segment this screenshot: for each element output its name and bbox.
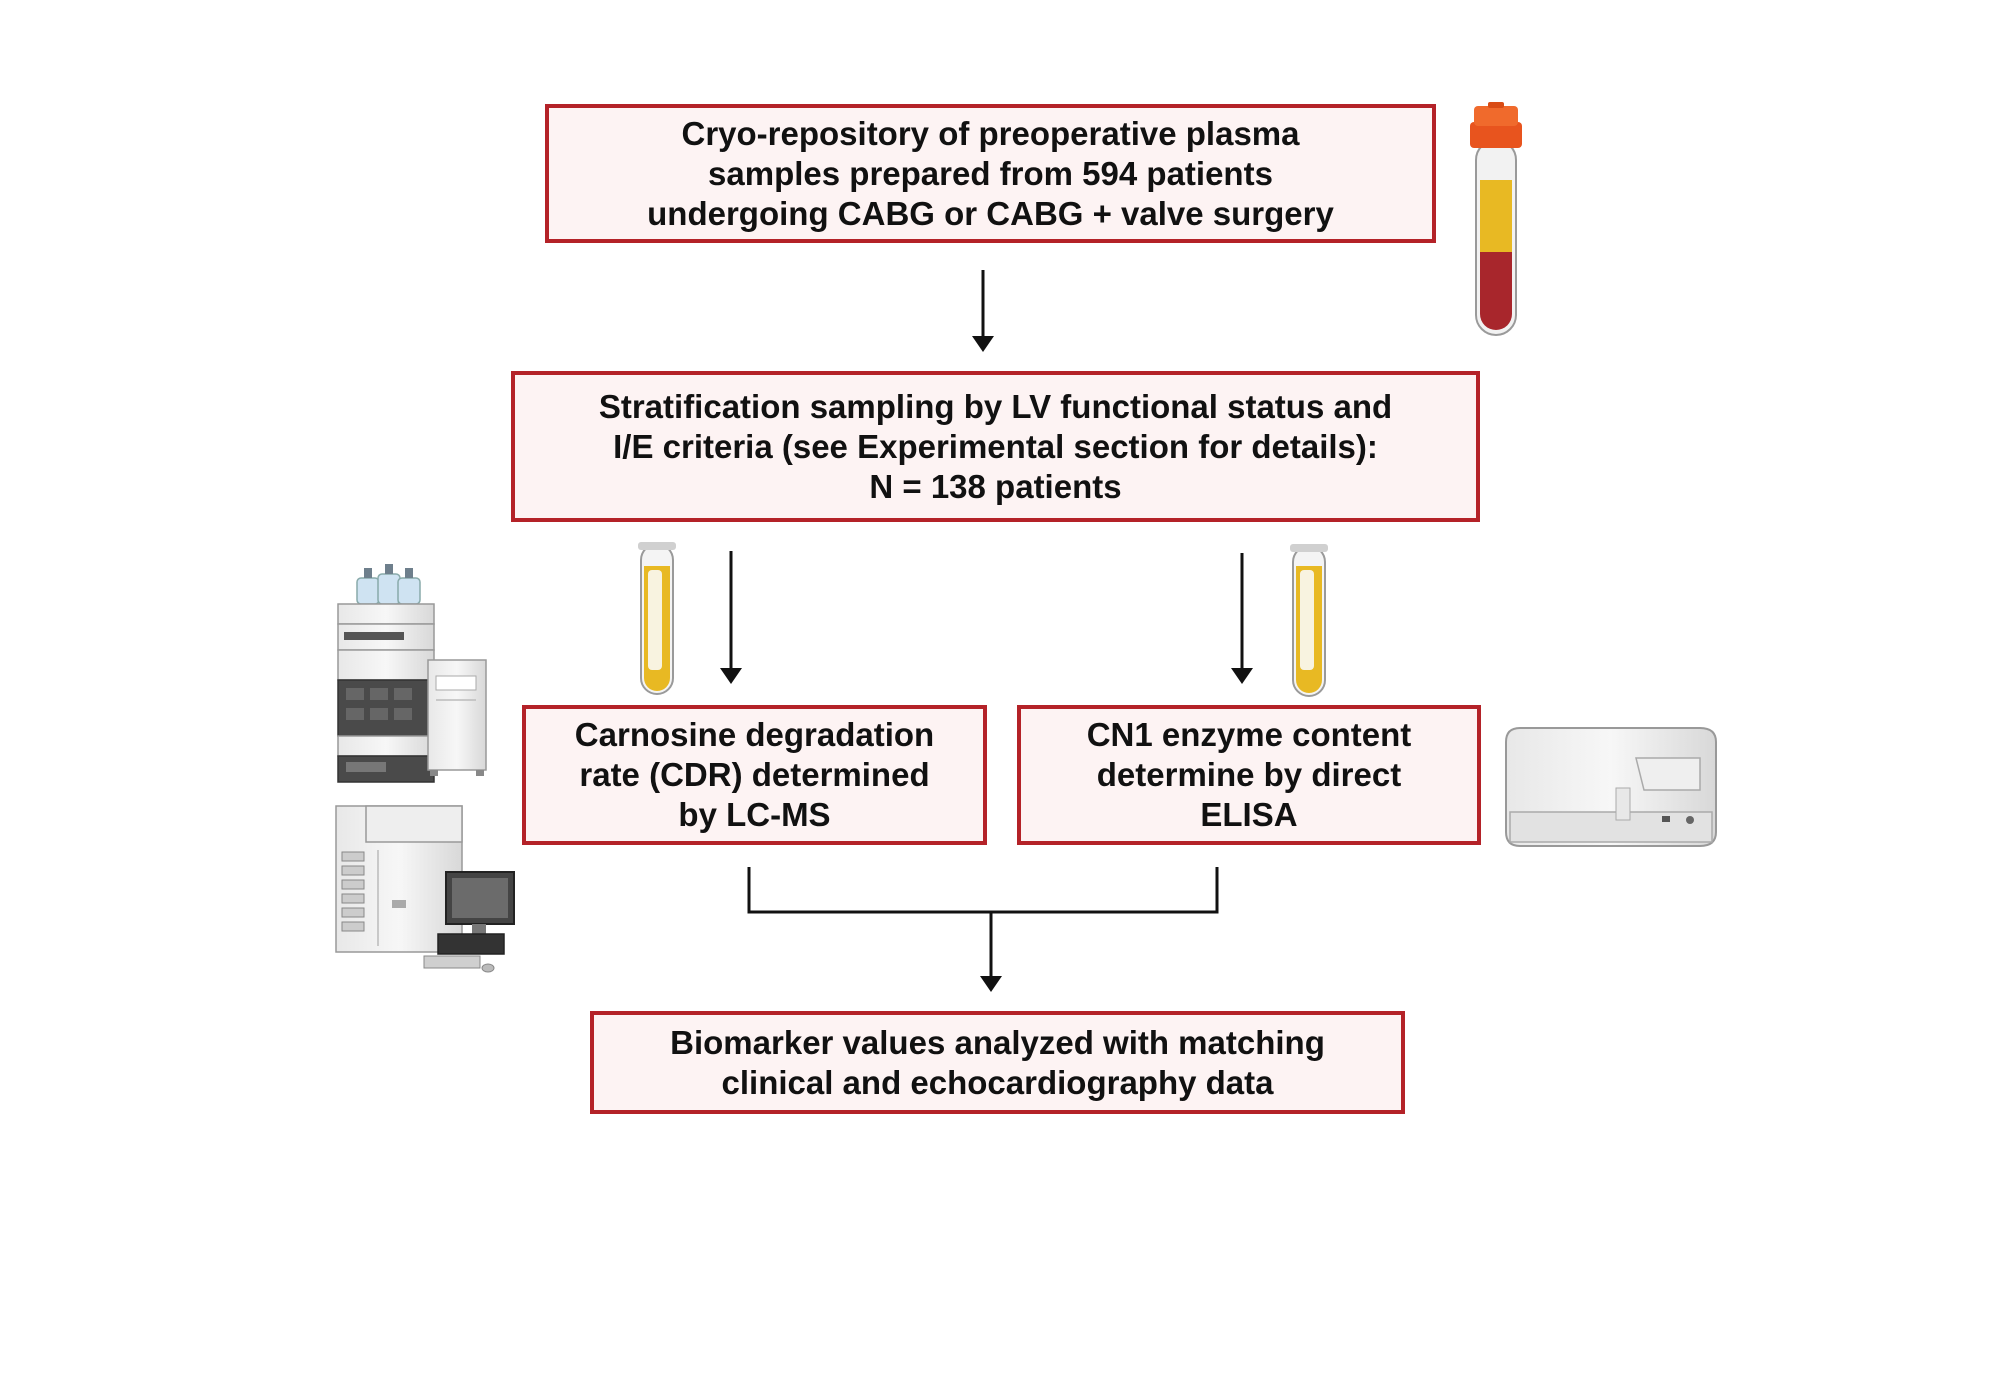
plate-reader-icon — [1505, 727, 1717, 847]
repository-line-3: undergoing CABG or CABG + valve surgery — [647, 194, 1334, 232]
cn1-box: CN1 enzyme content determine by direct E… — [1017, 705, 1481, 845]
computer-icon — [423, 871, 515, 973]
stratification-line-3: N = 138 patients — [869, 467, 1122, 505]
merge-connector — [747, 867, 1219, 992]
repository-line-1: Cryo-repository of preoperative plasma — [681, 114, 1300, 152]
biomarker-line-2: clinical and echocardiography data — [721, 1063, 1274, 1101]
cdr-line-3: by LC-MS — [678, 796, 831, 833]
biomarker-line-1: Biomarker values analyzed with matching — [670, 1023, 1325, 1061]
arrow-stratification-to-cdr — [720, 551, 742, 684]
stratification-line-1: Stratification sampling by LV functional… — [598, 387, 1393, 425]
plasma-tube-icon — [638, 542, 676, 695]
arrow-repository-to-stratification — [972, 270, 994, 352]
blood-tube-icon — [1470, 102, 1522, 336]
repository-box: Cryo-repository of preoperative plasma s… — [545, 104, 1436, 243]
stratification-box: Stratification sampling by LV functional… — [511, 371, 1480, 522]
stratification-line-2: I/E criteria (see Experimental section f… — [613, 427, 1378, 465]
cdr-line-2: rate (CDR) determined — [579, 756, 930, 793]
hplc-system-icon — [337, 564, 487, 783]
cn1-line-1: CN1 enzyme content — [1086, 716, 1412, 753]
repository-line-2: samples prepared from 594 patients — [708, 154, 1273, 192]
cn1-line-2: determine by direct — [1096, 756, 1402, 793]
cdr-box: Carnosine degradation rate (CDR) determi… — [522, 705, 987, 845]
cn1-line-3: ELISA — [1200, 796, 1298, 833]
biomarker-box: Biomarker values analyzed with matching … — [590, 1011, 1405, 1114]
arrow-stratification-to-cn1 — [1231, 553, 1253, 684]
mass-spectrometer-icon — [335, 805, 463, 953]
plasma-tube-icon — [1290, 544, 1328, 697]
cdr-line-1: Carnosine degradation — [574, 716, 935, 753]
